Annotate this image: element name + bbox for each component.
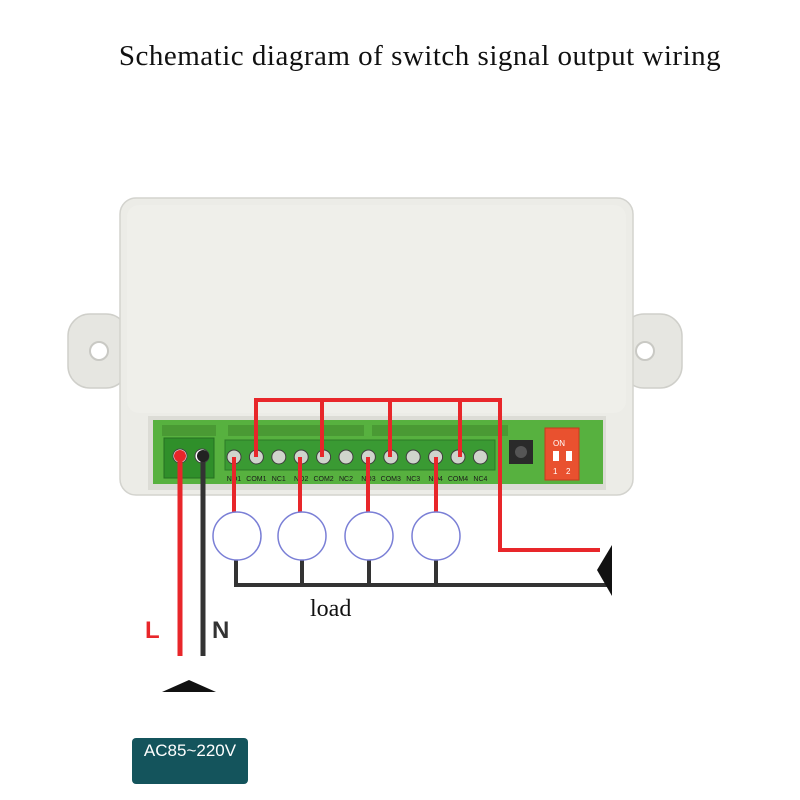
left-mounting-hole bbox=[89, 341, 109, 361]
dip-switch-position-1: 1 bbox=[553, 467, 558, 476]
terminal-screw bbox=[338, 449, 354, 465]
terminal-label-nc1: NC1 bbox=[272, 476, 286, 483]
terminal-label-com2: COM2 bbox=[313, 476, 333, 483]
diagram-title: Schematic diagram of switch signal outpu… bbox=[118, 40, 722, 72]
external-source-arrow bbox=[597, 545, 612, 596]
right-mounting-hole bbox=[635, 341, 655, 361]
load-1 bbox=[212, 511, 262, 561]
no-output-wires bbox=[232, 457, 438, 512]
enclosure-top-face bbox=[127, 205, 626, 413]
terminal-label-nc3: NC3 bbox=[406, 476, 420, 483]
terminal-screw bbox=[472, 449, 488, 465]
terminal-screw bbox=[271, 449, 287, 465]
load-return-wire bbox=[234, 560, 612, 587]
load-2 bbox=[277, 511, 327, 561]
dip-switch: ON 1 2 bbox=[544, 427, 580, 481]
dip-switch-position-2: 2 bbox=[566, 467, 571, 476]
neutral-label: N bbox=[212, 617, 230, 644]
terminal-label-com3: COM3 bbox=[381, 476, 401, 483]
terminal-label-com1: COM1 bbox=[246, 476, 266, 483]
dip-switch-body bbox=[544, 427, 580, 481]
dip-switch-header: ON bbox=[553, 439, 565, 448]
power-input-arrow bbox=[162, 680, 216, 692]
loads bbox=[212, 511, 461, 561]
power-input-badge: AC85~220V bbox=[132, 738, 248, 784]
terminal-label-com4: COM4 bbox=[448, 476, 468, 483]
common-bus-wire bbox=[254, 398, 600, 552]
live-label: L bbox=[145, 617, 160, 644]
load-label: load bbox=[310, 596, 352, 622]
terminal-label-nc4: NC4 bbox=[473, 476, 487, 483]
load-3 bbox=[344, 511, 394, 561]
terminal-label-nc2: NC2 bbox=[339, 476, 353, 483]
power-input-wires bbox=[177, 456, 206, 656]
load-4 bbox=[411, 511, 461, 561]
terminal-screw bbox=[405, 449, 421, 465]
